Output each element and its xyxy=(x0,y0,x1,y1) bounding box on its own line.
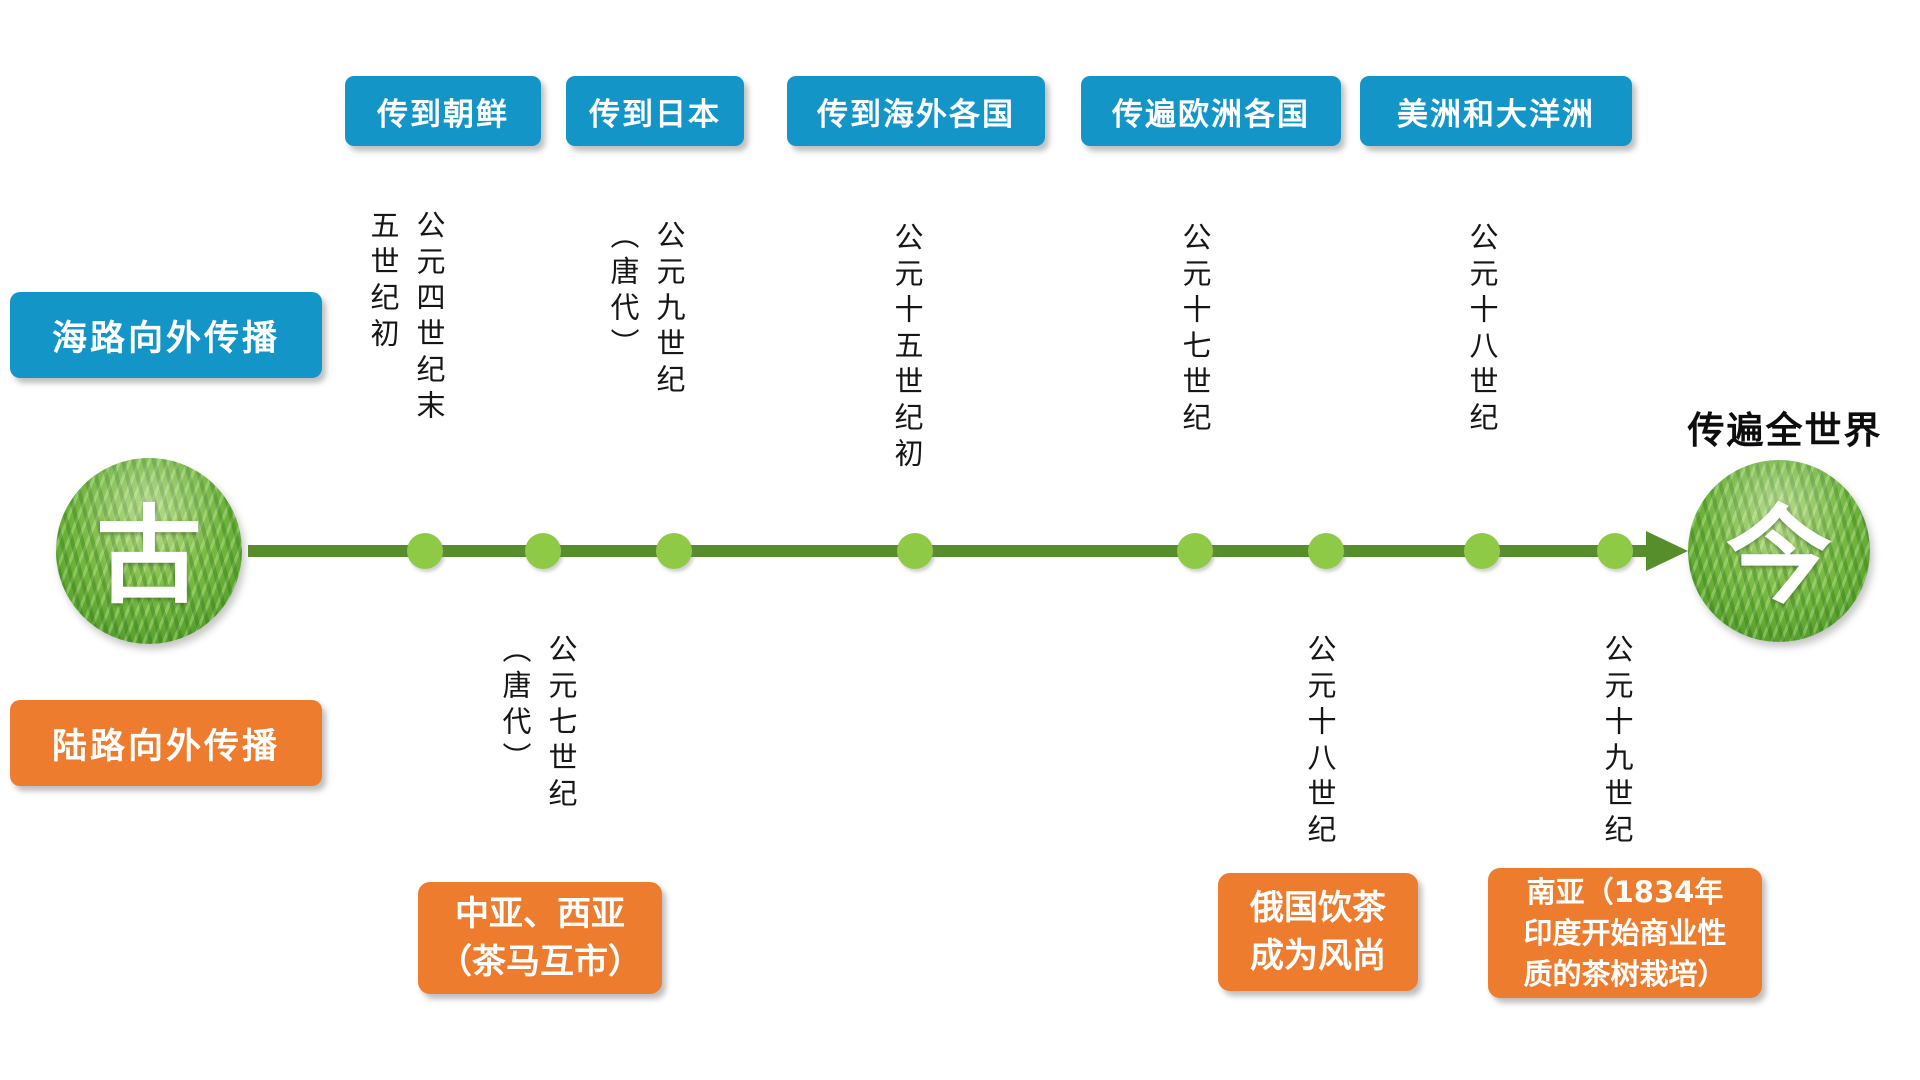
worldwide-caption: 传遍全世界 xyxy=(1687,409,1883,452)
start-node-text: 古 xyxy=(96,493,202,618)
land-date-18th-century: 公元十八世纪 xyxy=(1303,634,1337,850)
land-event-box-russia: 俄国饮茶 成为风尚 xyxy=(1218,873,1418,991)
destination-box-europe: 传遍欧洲各国 xyxy=(1081,76,1341,146)
sea-date-18th-century: 公元十八世纪 xyxy=(1465,222,1499,438)
land-event-box-central-west-asia: 中亚、西亚 （茶马互市） xyxy=(418,882,662,994)
sea-date-15th-century: 公元十五世纪初 xyxy=(890,222,924,474)
timeline-dot xyxy=(1308,533,1344,569)
sea-date-4th-5th-century: 公元四世纪末 五世纪初 xyxy=(366,210,446,426)
destination-box-japan: 传到日本 xyxy=(566,76,744,146)
destination-box-overseas: 传到海外各国 xyxy=(787,76,1045,146)
sea-route-label: 海路向外传播 xyxy=(10,292,322,378)
timeline-dot xyxy=(525,533,561,569)
timeline-dot xyxy=(656,533,692,569)
start-node-circle-ancient: 古 xyxy=(56,458,242,644)
sea-date-9th-century: 公元九世纪 （唐代） xyxy=(606,220,686,400)
timeline-dot xyxy=(407,533,443,569)
timeline-dot xyxy=(897,533,933,569)
end-node-text: 今 xyxy=(1726,493,1832,618)
timeline-dot xyxy=(1464,533,1500,569)
timeline-dot xyxy=(1597,533,1633,569)
destination-box-korea: 传到朝鲜 xyxy=(345,76,541,146)
land-date-19th-century: 公元十九世纪 xyxy=(1600,634,1634,850)
destination-box-america-oceania: 美洲和大洋洲 xyxy=(1360,76,1632,146)
end-node-circle-today: 今 xyxy=(1688,460,1870,642)
timeline-arrowhead-icon xyxy=(1646,531,1688,571)
land-event-box-south-asia: 南亚（1834年 印度开始商业性 质的茶树栽培） xyxy=(1488,868,1762,998)
land-route-label: 陆路向外传播 xyxy=(10,700,322,786)
timeline-line xyxy=(248,545,1652,557)
land-date-7th-century: 公元七世纪 （唐代） xyxy=(498,634,578,814)
sea-date-17th-century: 公元十七世纪 xyxy=(1178,222,1212,438)
timeline-dot xyxy=(1177,533,1213,569)
